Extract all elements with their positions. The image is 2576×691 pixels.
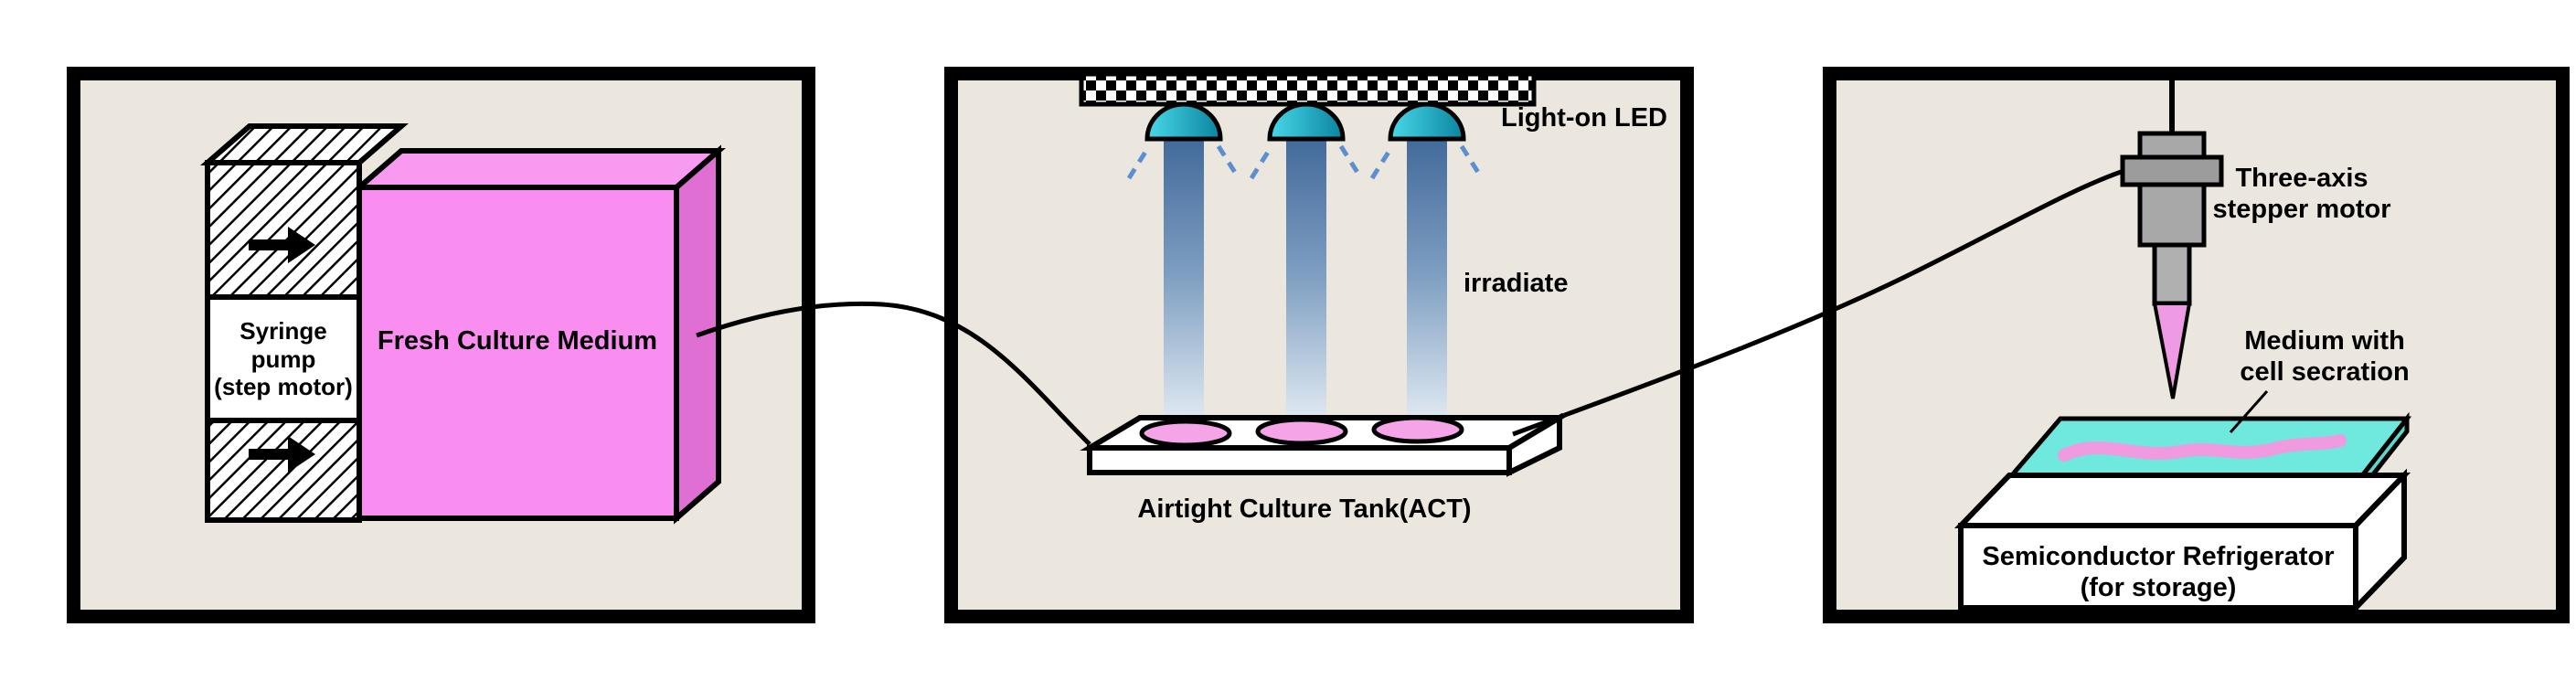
airtight-culture-tank-label: Airtight Culture Tank(ACT) [1137,494,1472,524]
medium-with-cell-secretion-label: Medium with cell secration [2240,326,2410,388]
irradiate-label: irradiate [1464,269,1569,298]
syringe-pump-label: Syringe pump (step motor) [214,317,353,401]
culture-tank-panel [944,67,1694,623]
light-on-led-label: Light-on LED [1501,103,1668,133]
fresh-culture-medium-label: Fresh Culture Medium [377,326,658,356]
three-axis-stepper-motor-label: Three-axis stepper motor [2212,164,2391,225]
deposition-panel [1823,67,2570,623]
semiconductor-refrigerator-label: Semiconductor Refrigerator (for storage) [1982,542,2335,603]
